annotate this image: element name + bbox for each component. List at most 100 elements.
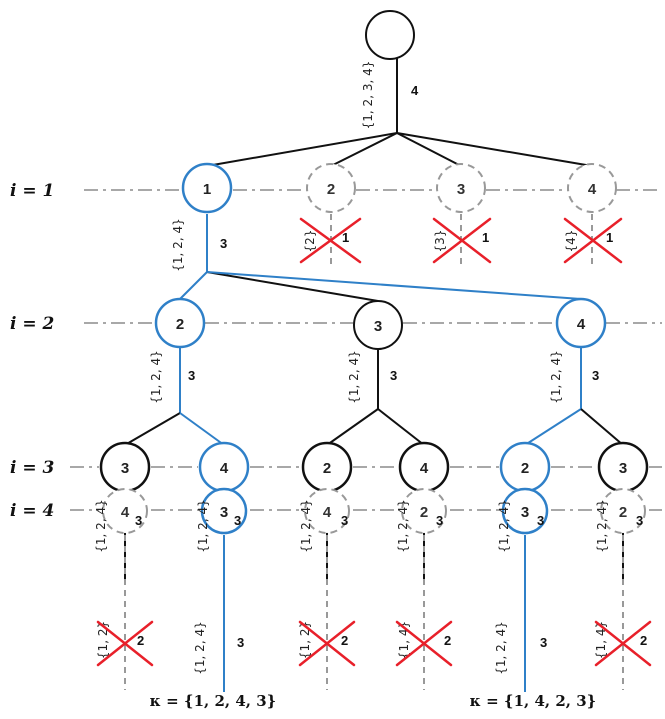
- node-l4-2: [200, 487, 248, 535]
- edge-set-l2-3: {1, 2, 4}: [549, 350, 563, 403]
- edge-count-l4-5: 3: [540, 635, 547, 650]
- node-l1-2-label: 2: [327, 181, 335, 198]
- node-l4-4-label: 2: [420, 504, 428, 521]
- edge-count-l3-2: 3: [234, 513, 241, 528]
- edge-root-4: [396, 132, 593, 167]
- edge-set-l4-5: {1, 2, 4}: [494, 621, 508, 674]
- node-l3-6-label: 3: [619, 460, 627, 477]
- cross-icon: [594, 620, 652, 667]
- node-l4-6-label: 2: [619, 504, 627, 521]
- cross-icon: [563, 217, 623, 264]
- node-l4-3: [304, 488, 350, 534]
- pruned-count-l1-4: 1: [606, 230, 613, 245]
- level-label-1: i = 1: [10, 181, 54, 201]
- pruned-count-l4-3: 2: [341, 633, 348, 648]
- edge-set-l3-6: {1, 2, 4}: [595, 499, 609, 552]
- edge-l2b-4: [377, 408, 425, 446]
- pruned-set-l4-1: {1, 2}: [96, 621, 110, 659]
- edge-1-4: [206, 271, 582, 300]
- edge-count-l3-1: 3: [135, 513, 142, 528]
- edge-l2a-4: [179, 412, 225, 446]
- prune-cross-icons: [96, 217, 652, 667]
- node-l4-1: [102, 488, 148, 534]
- node-l1-3-label: 3: [457, 181, 465, 198]
- pruned-count-l4-1: 2: [137, 633, 144, 648]
- result-sequence-1: κ = {1, 2, 4, 3}: [150, 692, 277, 710]
- edge-count-l4-2: 3: [237, 635, 244, 650]
- node-l2-3-label: 4: [577, 316, 586, 333]
- node-l4-2-label: 3: [220, 504, 228, 521]
- edge-l2c-2: [524, 408, 582, 446]
- edge-root-3: [396, 132, 462, 167]
- level-label-3: i = 3: [10, 458, 55, 478]
- edge-set-l2-1: {1, 2, 4}: [149, 350, 163, 403]
- pruned-count-l1-3: 1: [482, 230, 489, 245]
- pruned-count-l4-4: 2: [444, 633, 451, 648]
- edge-l2b-2: [326, 408, 379, 446]
- pruned-count-l4-6: 2: [640, 633, 647, 648]
- cross-icon: [432, 217, 492, 264]
- node-l4-4: [401, 488, 447, 534]
- cross-icon: [395, 620, 453, 667]
- edge-count-l3-3: 3: [341, 513, 348, 528]
- edge-root-2: [330, 132, 398, 167]
- root-set-label: {1, 2, 3, 4}: [361, 61, 375, 130]
- node-l4-6: [600, 488, 646, 534]
- node-l3-1-label: 3: [121, 460, 129, 477]
- edge-1-2: [179, 271, 208, 300]
- edge-count-l2-3: 3: [592, 368, 599, 383]
- edge-set-l2-2: {1, 2, 4}: [347, 350, 361, 403]
- node-l4-1-label: 4: [121, 504, 130, 521]
- edge-count-l3-6: 3: [636, 513, 643, 528]
- node-l3-4-label: 4: [420, 460, 429, 477]
- cross-icon: [96, 620, 154, 667]
- node-l1-4-label: 4: [588, 181, 597, 198]
- edge-count-l3-4: 3: [436, 513, 443, 528]
- node-l3-5-label: 2: [521, 460, 529, 477]
- pruned-set-l1-4: {4}: [564, 230, 578, 253]
- node-l1-3: [436, 163, 486, 213]
- edge-count-l1: 3: [220, 236, 227, 251]
- edge-set-l3-2: {1, 2, 4}: [196, 499, 210, 552]
- node-l2-1: [154, 297, 206, 349]
- node-l3-3-label: 2: [323, 460, 331, 477]
- pruned-set-l4-3: {1, 2}: [298, 621, 312, 659]
- result-sequence-2: κ = {1, 4, 2, 3}: [470, 692, 597, 710]
- pruned-count-l1-2: 1: [342, 230, 349, 245]
- node-l2-2-label: 3: [374, 318, 382, 335]
- pruned-set-l1-3: {3}: [433, 230, 447, 253]
- pruned-set-l4-6: {1, 4}: [594, 621, 608, 659]
- root-count-label: 4: [411, 83, 419, 98]
- edge-set-l4-2: {1, 2, 4}: [193, 621, 207, 674]
- node-l3-2-label: 4: [220, 460, 229, 477]
- node-l4-5: [501, 487, 549, 535]
- node-l4-3-label: 4: [323, 504, 332, 521]
- edge-count-l2-1: 3: [188, 368, 195, 383]
- edge-count-l2-2: 3: [390, 368, 397, 383]
- node-l2-2: [353, 300, 403, 350]
- node-l2-1-label: 2: [176, 316, 184, 333]
- cross-icon: [298, 620, 356, 667]
- node-l1-1: [181, 162, 233, 214]
- node-l2-3: [555, 297, 607, 349]
- cross-icon: [299, 217, 362, 264]
- edge-set-l1: {1, 2, 4}: [171, 218, 185, 271]
- edge-1-3: [206, 271, 379, 302]
- edge-count-l3-5: 3: [537, 513, 544, 528]
- node-l4-5-label: 3: [521, 504, 529, 521]
- level-label-2: i = 2: [10, 314, 55, 334]
- edge-set-l3-1: {1, 2, 4}: [94, 499, 108, 552]
- edge-set-l3-4: {1, 2, 4}: [396, 499, 410, 552]
- pruned-set-l1-2: {2}: [303, 230, 317, 253]
- node-l1-4: [567, 163, 617, 213]
- edge-l2a-3: [124, 412, 181, 446]
- level-label-4: i = 4: [10, 501, 54, 521]
- edge-set-l3-5: {1, 2, 4}: [497, 499, 511, 552]
- node-l1-1-label: 1: [203, 181, 211, 198]
- node-l1-2: [306, 163, 356, 213]
- edge-set-l3-3: {1, 2, 4}: [299, 499, 313, 552]
- root-node: [365, 10, 415, 60]
- level-guides: [70, 189, 662, 511]
- edge-l2c-3: [580, 408, 624, 446]
